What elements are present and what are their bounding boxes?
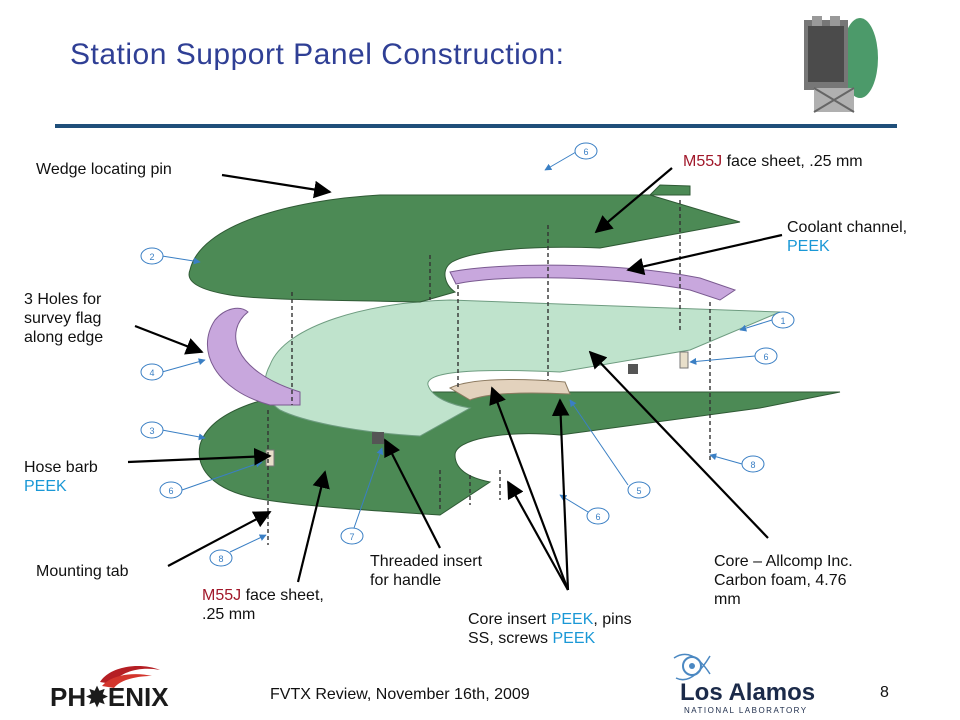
balloon-8-right: 8 <box>741 455 765 473</box>
balloon-7: 7 <box>340 527 364 545</box>
balloon-8-left: 8 <box>209 549 233 567</box>
label-m55j-bottom-material: M55J <box>202 587 242 604</box>
foam-core <box>264 299 781 437</box>
svg-text:2: 2 <box>149 252 154 262</box>
label-m55j-bottom-thickness: .25 mm <box>202 606 256 623</box>
leader-arrows <box>127 167 783 591</box>
svg-text:5: 5 <box>636 486 641 496</box>
label-core-insert-d: SS, screws <box>468 630 553 647</box>
balloon-2: 2 <box>140 247 164 265</box>
balloon-6-bottom: 6 <box>586 507 610 525</box>
label-coolant-channel: Coolant channel, PEEK <box>787 218 907 256</box>
svg-text:Los Alamos: Los Alamos <box>680 679 815 706</box>
label-hose-line1: Hose barb <box>24 459 98 476</box>
svg-text:7: 7 <box>349 532 354 542</box>
top-face-sheet <box>188 194 741 303</box>
svg-text:PH✸ENIX: PH✸ENIX <box>50 682 169 712</box>
los-alamos-logo: Los Alamos NATIONAL LABORATORY <box>673 653 815 715</box>
label-wedge-locating-pin: Wedge locating pin <box>36 161 172 178</box>
svg-text:1: 1 <box>780 316 785 326</box>
svg-text:NATIONAL LABORATORY: NATIONAL LABORATORY <box>684 706 808 715</box>
label-core-insert-peek2: PEEK <box>552 630 596 647</box>
svg-text:4: 4 <box>149 368 154 378</box>
label-core-insert: Core insert PEEK, pins SS, screws PEEK <box>468 610 632 648</box>
svg-text:6: 6 <box>583 147 588 157</box>
hose-barb <box>265 449 275 467</box>
label-survey-holes: 3 Holes for survey flag along edge <box>24 290 103 347</box>
label-survey-line2: survey flag <box>24 310 102 327</box>
page-number: 8 <box>880 684 889 701</box>
label-threaded-insert: Threaded insert for handle <box>370 552 482 590</box>
balloon-6-top: 6 <box>574 142 598 160</box>
balloon-1: 1 <box>771 311 795 329</box>
page-title: Station Support Panel Construction: <box>70 38 565 71</box>
footer-text: FVTX Review, November 16th, 2009 <box>270 686 530 703</box>
small-fitting <box>679 351 689 369</box>
balloon-callouts: 6 2 1 6 4 3 8 6 5 6 7 8 <box>140 142 795 567</box>
label-core-line1: Core – Allcomp Inc. <box>714 553 853 570</box>
balloon-3: 3 <box>140 421 164 439</box>
label-hose-line2: PEEK <box>24 478 67 495</box>
label-m55j-bottom: M55J face sheet, .25 mm <box>202 586 324 624</box>
balloon-5: 5 <box>627 481 651 499</box>
label-m55j-top-material: M55J <box>683 153 723 170</box>
svg-text:6: 6 <box>595 512 600 522</box>
svg-text:6: 6 <box>763 352 768 362</box>
threaded-insert <box>372 432 384 444</box>
small-block <box>628 364 638 374</box>
label-core-insert-a: Core insert <box>468 611 551 628</box>
label-coolant-line1: Coolant channel, <box>787 219 908 236</box>
balloon-6-right: 6 <box>754 347 778 365</box>
label-threaded-line2: for handle <box>370 572 442 589</box>
label-m55j-top: M55J face sheet, .25 mm <box>683 152 863 171</box>
svg-text:8: 8 <box>218 554 223 564</box>
label-core-line3: mm <box>714 591 741 608</box>
label-threaded-line1: Threaded insert <box>370 553 483 570</box>
label-core-insert-peek1: PEEK <box>550 611 594 628</box>
label-m55j-bottom-spec: face sheet, <box>241 587 324 604</box>
coolant-channel-top <box>449 264 737 301</box>
label-core-foam: Core – Allcomp Inc. Carbon foam, 4.76 mm <box>714 552 853 609</box>
label-m55j-top-spec: face sheet, .25 mm <box>722 153 863 170</box>
balloon-4: 4 <box>140 363 164 381</box>
coolant-channel-left <box>206 307 301 406</box>
label-mounting-tab: Mounting tab <box>36 563 129 580</box>
title-divider <box>55 124 897 128</box>
label-hose-barb: Hose barb PEEK <box>24 458 98 496</box>
label-core-insert-c: , pins <box>593 611 632 628</box>
balloon-6-left: 6 <box>159 481 183 499</box>
svg-text:3: 3 <box>149 426 154 436</box>
label-coolant-line2: PEEK <box>787 238 830 255</box>
svg-text:8: 8 <box>750 460 755 470</box>
label-survey-line1: 3 Holes for <box>24 291 102 308</box>
label-core-line2: Carbon foam, 4.76 <box>714 572 847 589</box>
svg-text:6: 6 <box>168 486 173 496</box>
phenix-logo: PH✸ENIX <box>50 666 169 712</box>
assembly-thumbnail <box>790 12 882 116</box>
label-survey-line3: along edge <box>24 329 104 346</box>
core-insert <box>448 379 571 401</box>
